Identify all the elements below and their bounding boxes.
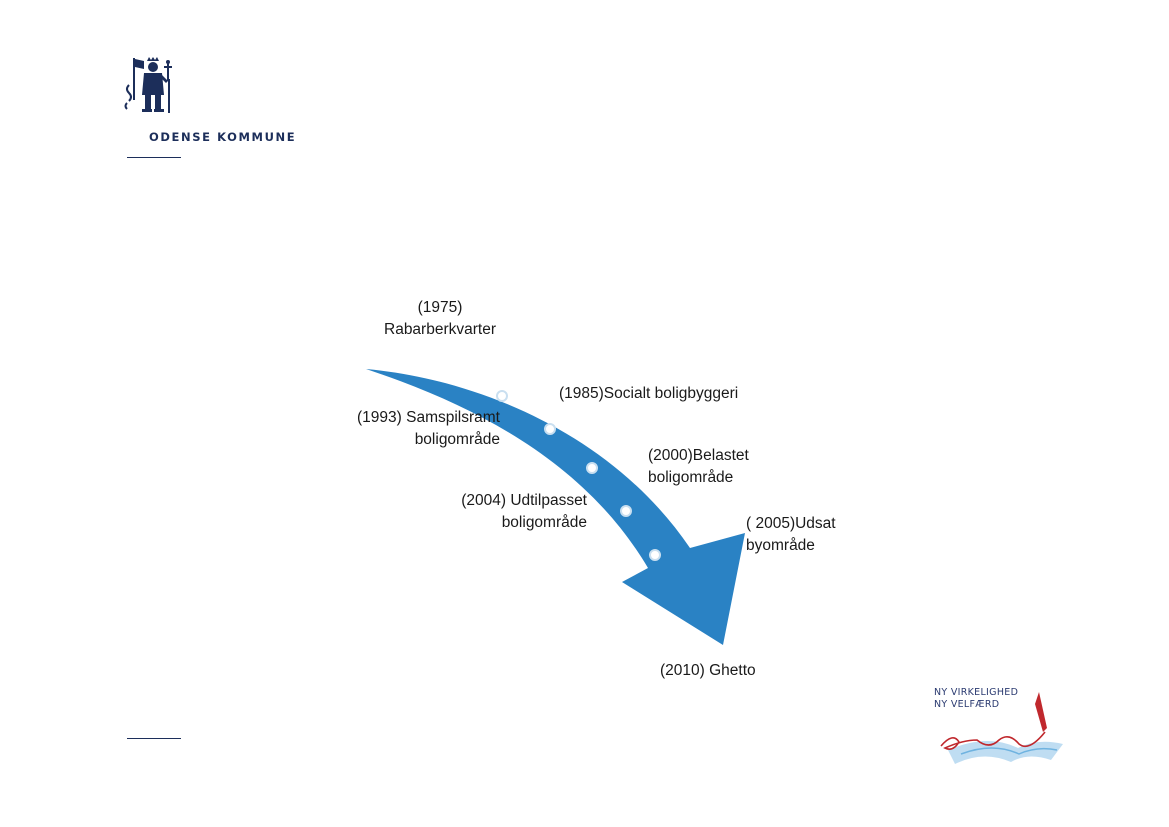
timeline-node-1993: [544, 423, 556, 435]
ny-virkelighed-logo: [940, 692, 1063, 764]
label-1985: (1985)Socialt boligbyggeri: [559, 385, 739, 402]
timeline-node-1985: [496, 390, 508, 402]
label-1975: (1975) Rabarberkvarter: [384, 299, 496, 338]
odense-kommune-emblem: [124, 57, 172, 113]
header-rule: [127, 157, 181, 158]
brand-text: NY VIRKELIGHED NY VELFÆRD: [934, 687, 1018, 711]
label-2004: (2004) Udtilpasset boligområde: [461, 492, 587, 531]
curved-arrow: [366, 369, 745, 645]
label-1993: (1993) Samspilsramt boligområde: [357, 409, 500, 448]
org-name: ODENSE KOMMUNE: [149, 130, 297, 144]
footer-rule: [127, 738, 181, 739]
timeline-node-2004: [620, 505, 632, 517]
label-2010: (2010) Ghetto: [660, 662, 756, 679]
brand-line-1: NY VIRKELIGHED: [934, 687, 1019, 698]
label-2000: (2000)Belastet boligområde: [648, 447, 749, 486]
brand-line-2: NY VELFÆRD: [934, 699, 1000, 710]
label-2005: ( 2005)Udsat byområde: [746, 515, 836, 554]
timeline-node-2000: [586, 462, 598, 474]
timeline-node-2005: [649, 549, 661, 561]
